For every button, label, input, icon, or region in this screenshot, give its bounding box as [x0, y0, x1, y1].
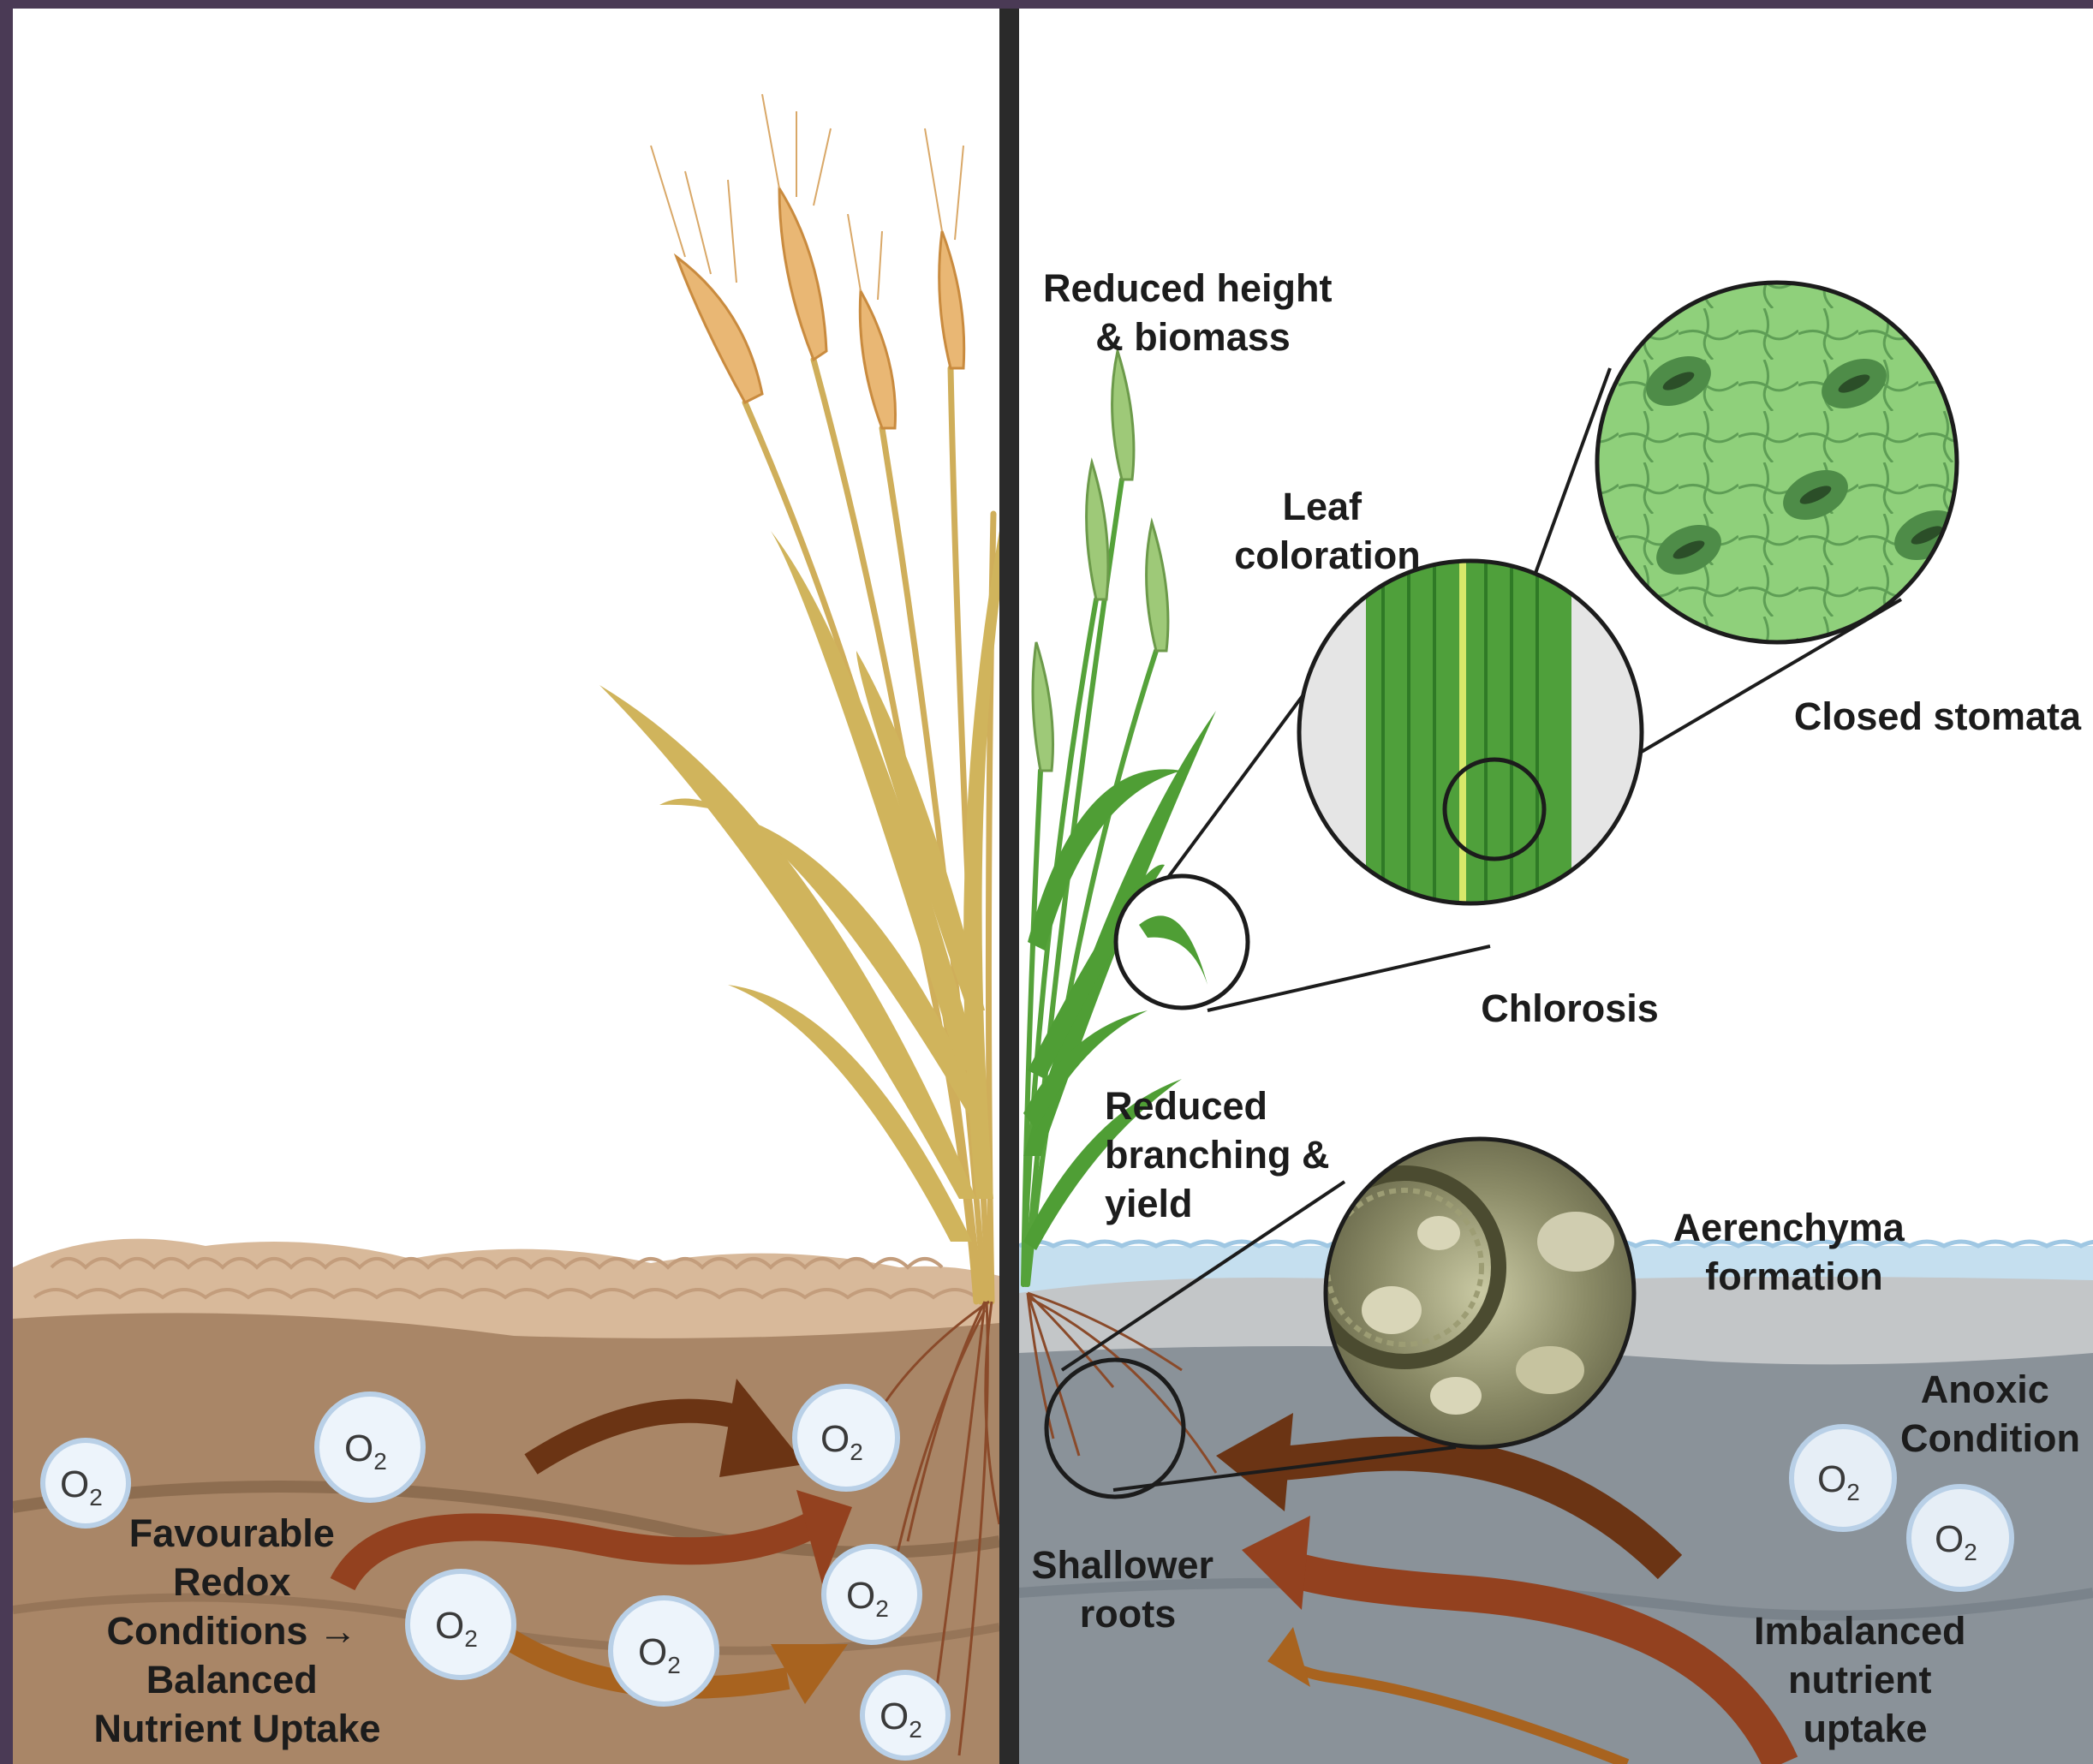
o2-bubble: O2 [1909, 1487, 2012, 1589]
o2-bubble: O2 [611, 1598, 717, 1704]
panel-divider [999, 9, 1019, 1764]
o2-bubble: O2 [862, 1672, 948, 1758]
o2-bubble: O2 [317, 1394, 423, 1500]
o2-bubble: O2 [408, 1571, 514, 1678]
leaf-zoom-small [1116, 876, 1248, 1008]
chlorosis-label: Chlorosis [1481, 986, 1659, 1030]
o2-bubble: O2 [795, 1386, 897, 1489]
o2-bubble: O2 [43, 1440, 128, 1526]
favourable-redox-label: Favourable Redox Conditions → Balanced N… [93, 1511, 380, 1750]
o2-bubble: O2 [1792, 1427, 1894, 1529]
closed-stomata-label: Closed stomata [1794, 694, 2082, 738]
o2-bubble: O2 [824, 1546, 920, 1642]
